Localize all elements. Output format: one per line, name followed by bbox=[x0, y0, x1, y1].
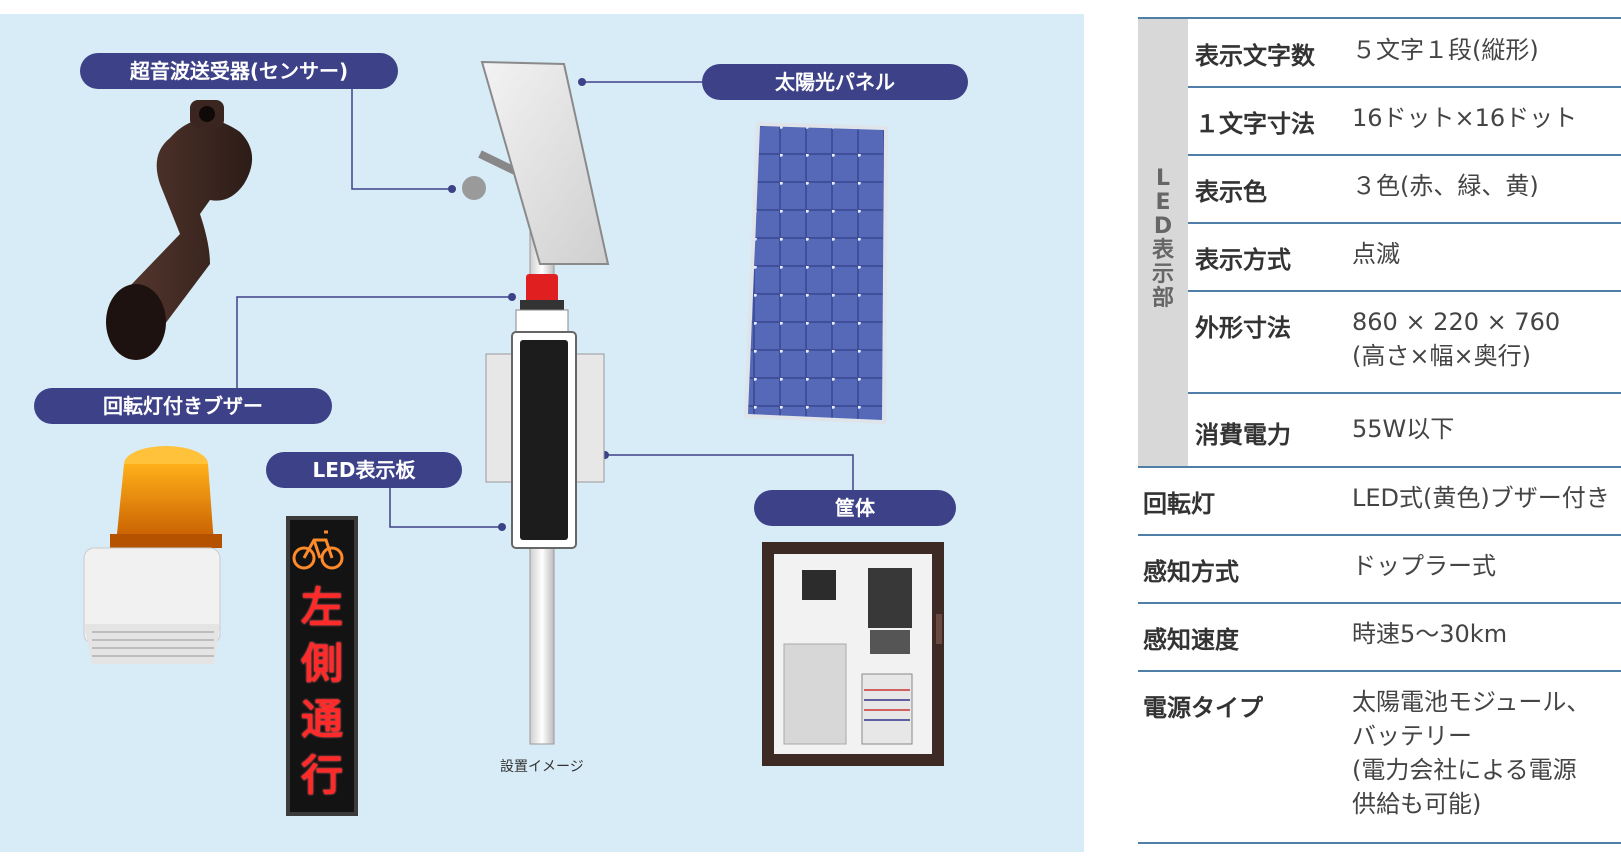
spec-name-rotating-light: 回転灯 bbox=[1143, 490, 1215, 518]
connector-lines bbox=[236, 80, 854, 528]
label-buzzer: 回転灯付きブザー bbox=[34, 388, 332, 424]
label-enclosure: 筐体 bbox=[754, 490, 956, 526]
label-led-board: LED表示板 bbox=[266, 452, 462, 488]
spec-value-chars: ５文字１段(縦形) bbox=[1352, 36, 1539, 64]
pole-unit bbox=[462, 60, 610, 745]
spec-name-power-type: 電源タイプ bbox=[1143, 694, 1263, 722]
table-rule bbox=[1138, 466, 1621, 468]
diagram-artwork bbox=[83, 60, 944, 766]
sensor-illustration bbox=[106, 100, 253, 360]
spec-name-chars: 表示文字数 bbox=[1195, 42, 1315, 70]
table-rule bbox=[1138, 670, 1621, 672]
spec-name-dimensions: 外形寸法 bbox=[1195, 314, 1291, 342]
solar-panel-illustration bbox=[744, 122, 888, 424]
table-rule bbox=[1188, 222, 1621, 224]
table-rule bbox=[1188, 154, 1621, 156]
buzzer-light-illustration bbox=[83, 446, 222, 664]
table-rule bbox=[1188, 392, 1621, 394]
spec-value-dimensions: 860 × 220 × 760 bbox=[1352, 308, 1561, 336]
label-sensor: 超音波送受器(センサー) bbox=[80, 53, 398, 89]
led-char: 通 bbox=[300, 695, 343, 744]
enclosure-illustration bbox=[762, 542, 944, 766]
table-rule bbox=[1138, 602, 1621, 604]
spec-value-color: ３色(赤、緑、黄) bbox=[1352, 172, 1539, 200]
spec-value-power-type-2: バッテリー bbox=[1352, 722, 1472, 750]
spec-name-method: 表示方式 bbox=[1195, 246, 1291, 274]
led-char: 側 bbox=[300, 639, 343, 688]
spec-value-method: 点滅 bbox=[1352, 240, 1400, 268]
product-diagram: 超音波送受器(センサー) 太陽光パネル 回転灯付きブザー LED表示板 筐体 左… bbox=[0, 14, 1084, 852]
spec-value-power: 55W以下 bbox=[1352, 415, 1455, 443]
spec-value-detection-method: ドップラー式 bbox=[1352, 552, 1496, 580]
spec-name-detection-speed: 感知速度 bbox=[1143, 626, 1239, 654]
bicycle-icon bbox=[292, 530, 344, 570]
spec-value-power-type-4: 供給も可能) bbox=[1352, 790, 1482, 818]
spec-value-dimensions-note: (高さ×幅×奥行) bbox=[1352, 342, 1531, 370]
installation-caption: 設置イメージ bbox=[500, 759, 584, 775]
spec-name-power: 消費電力 bbox=[1195, 421, 1291, 449]
spec-name-color: 表示色 bbox=[1195, 178, 1267, 206]
spec-value-char-size: 16ドット×16ドット bbox=[1352, 104, 1578, 132]
table-rule bbox=[1138, 842, 1621, 844]
spec-name-char-size: １文字寸法 bbox=[1195, 110, 1315, 138]
spec-value-rotating-light: LED式(黄色)ブザー付き bbox=[1352, 484, 1610, 512]
spec-value-power-type-1: 太陽電池モジュール、 bbox=[1352, 688, 1591, 716]
led-char: 行 bbox=[300, 751, 343, 800]
led-sign-text: 左 側 通 行 bbox=[294, 580, 350, 804]
spec-value-power-type-3: (電力会社による電源 bbox=[1352, 756, 1577, 784]
table-rule bbox=[1188, 290, 1621, 292]
label-solar-panel: 太陽光パネル bbox=[702, 64, 968, 100]
led-sign-board: 左 側 通 行 bbox=[286, 516, 358, 816]
table-rule bbox=[1138, 534, 1621, 536]
table-rule bbox=[1138, 17, 1621, 19]
spec-value-detection-speed: 時速5～30km bbox=[1352, 620, 1508, 648]
spec-name-detection-method: 感知方式 bbox=[1143, 558, 1239, 586]
led-char: 左 bbox=[300, 583, 343, 632]
table-rule bbox=[1188, 86, 1621, 88]
